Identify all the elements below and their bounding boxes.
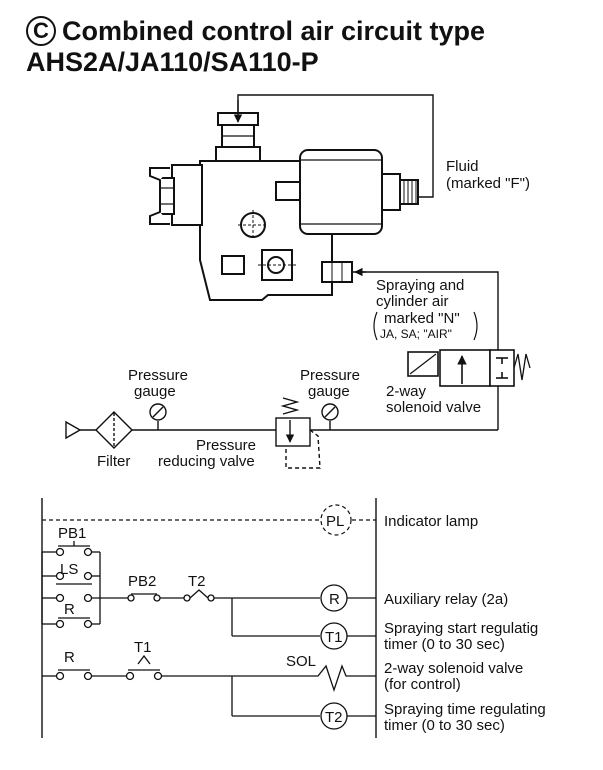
rung-relay — [41, 541, 376, 650]
reducing-valve-label: Pressure reducing valve — [158, 437, 260, 470]
contact-t2-label: T2 — [188, 573, 206, 590]
spraying-air-label: Spraying and cylinder air marked "N" JA,… — [376, 277, 469, 341]
page-title: Combined control air circuit type — [62, 16, 486, 46]
spraying-label-bracket-left — [373, 311, 378, 341]
aux-relay-label: Auxiliary relay (2a) — [384, 591, 508, 608]
filter-symbol — [95, 411, 133, 449]
coil-r-label: R — [329, 591, 340, 608]
ladder-rails — [41, 498, 377, 738]
coil-t2-label: T2 — [325, 709, 343, 726]
pressure-gauge-1-symbol — [149, 403, 167, 430]
pressure-gauge-2-label: Pressure gauge — [300, 367, 364, 400]
contact-ls-label: LS — [60, 561, 78, 578]
coil-pl-label: PL — [326, 513, 344, 530]
t1-timer-label: Spraying start regulatig timer (0 to 30 … — [384, 620, 542, 653]
spray-gun-illustration — [149, 112, 419, 301]
c-badge-icon: C — [26, 16, 56, 46]
indicator-rung — [42, 504, 376, 536]
solenoid-valve-label: 2-way solenoid valve — [386, 383, 481, 416]
contact-t1-label: T1 — [134, 639, 152, 656]
contact-r-hold-label: R — [64, 601, 75, 618]
contact-r2-label: R — [64, 649, 75, 666]
sol-valve-label: 2-way solenoid valve (for control) — [384, 660, 527, 693]
pressure-reducing-valve-symbol — [275, 397, 321, 469]
contact-pb1-label: PB1 — [58, 525, 86, 542]
air-line — [352, 267, 499, 350]
filter-label: Filter — [97, 453, 130, 470]
coil-t1-label: T1 — [325, 629, 343, 646]
indicator-lamp-label: Indicator lamp — [384, 513, 478, 530]
rung-solenoid — [42, 654, 376, 730]
page-subtitle: AHS2A/JA110/SA110-P — [26, 47, 319, 77]
t2-timer-label: Spraying time regulating timer (0 to 30 … — [384, 701, 550, 734]
pressure-gauge-2-symbol — [321, 403, 339, 430]
pressure-gauge-1-label: Pressure gauge — [128, 367, 192, 400]
fluid-line — [233, 94, 434, 198]
sol-label: SOL — [286, 653, 316, 670]
air-source-triangle — [65, 420, 82, 440]
contact-pb2-label: PB2 — [128, 573, 156, 590]
solenoid-valve-symbol — [407, 349, 531, 387]
fluid-label: Fluid (marked "F") — [446, 158, 530, 192]
spraying-label-bracket-right — [473, 311, 478, 341]
